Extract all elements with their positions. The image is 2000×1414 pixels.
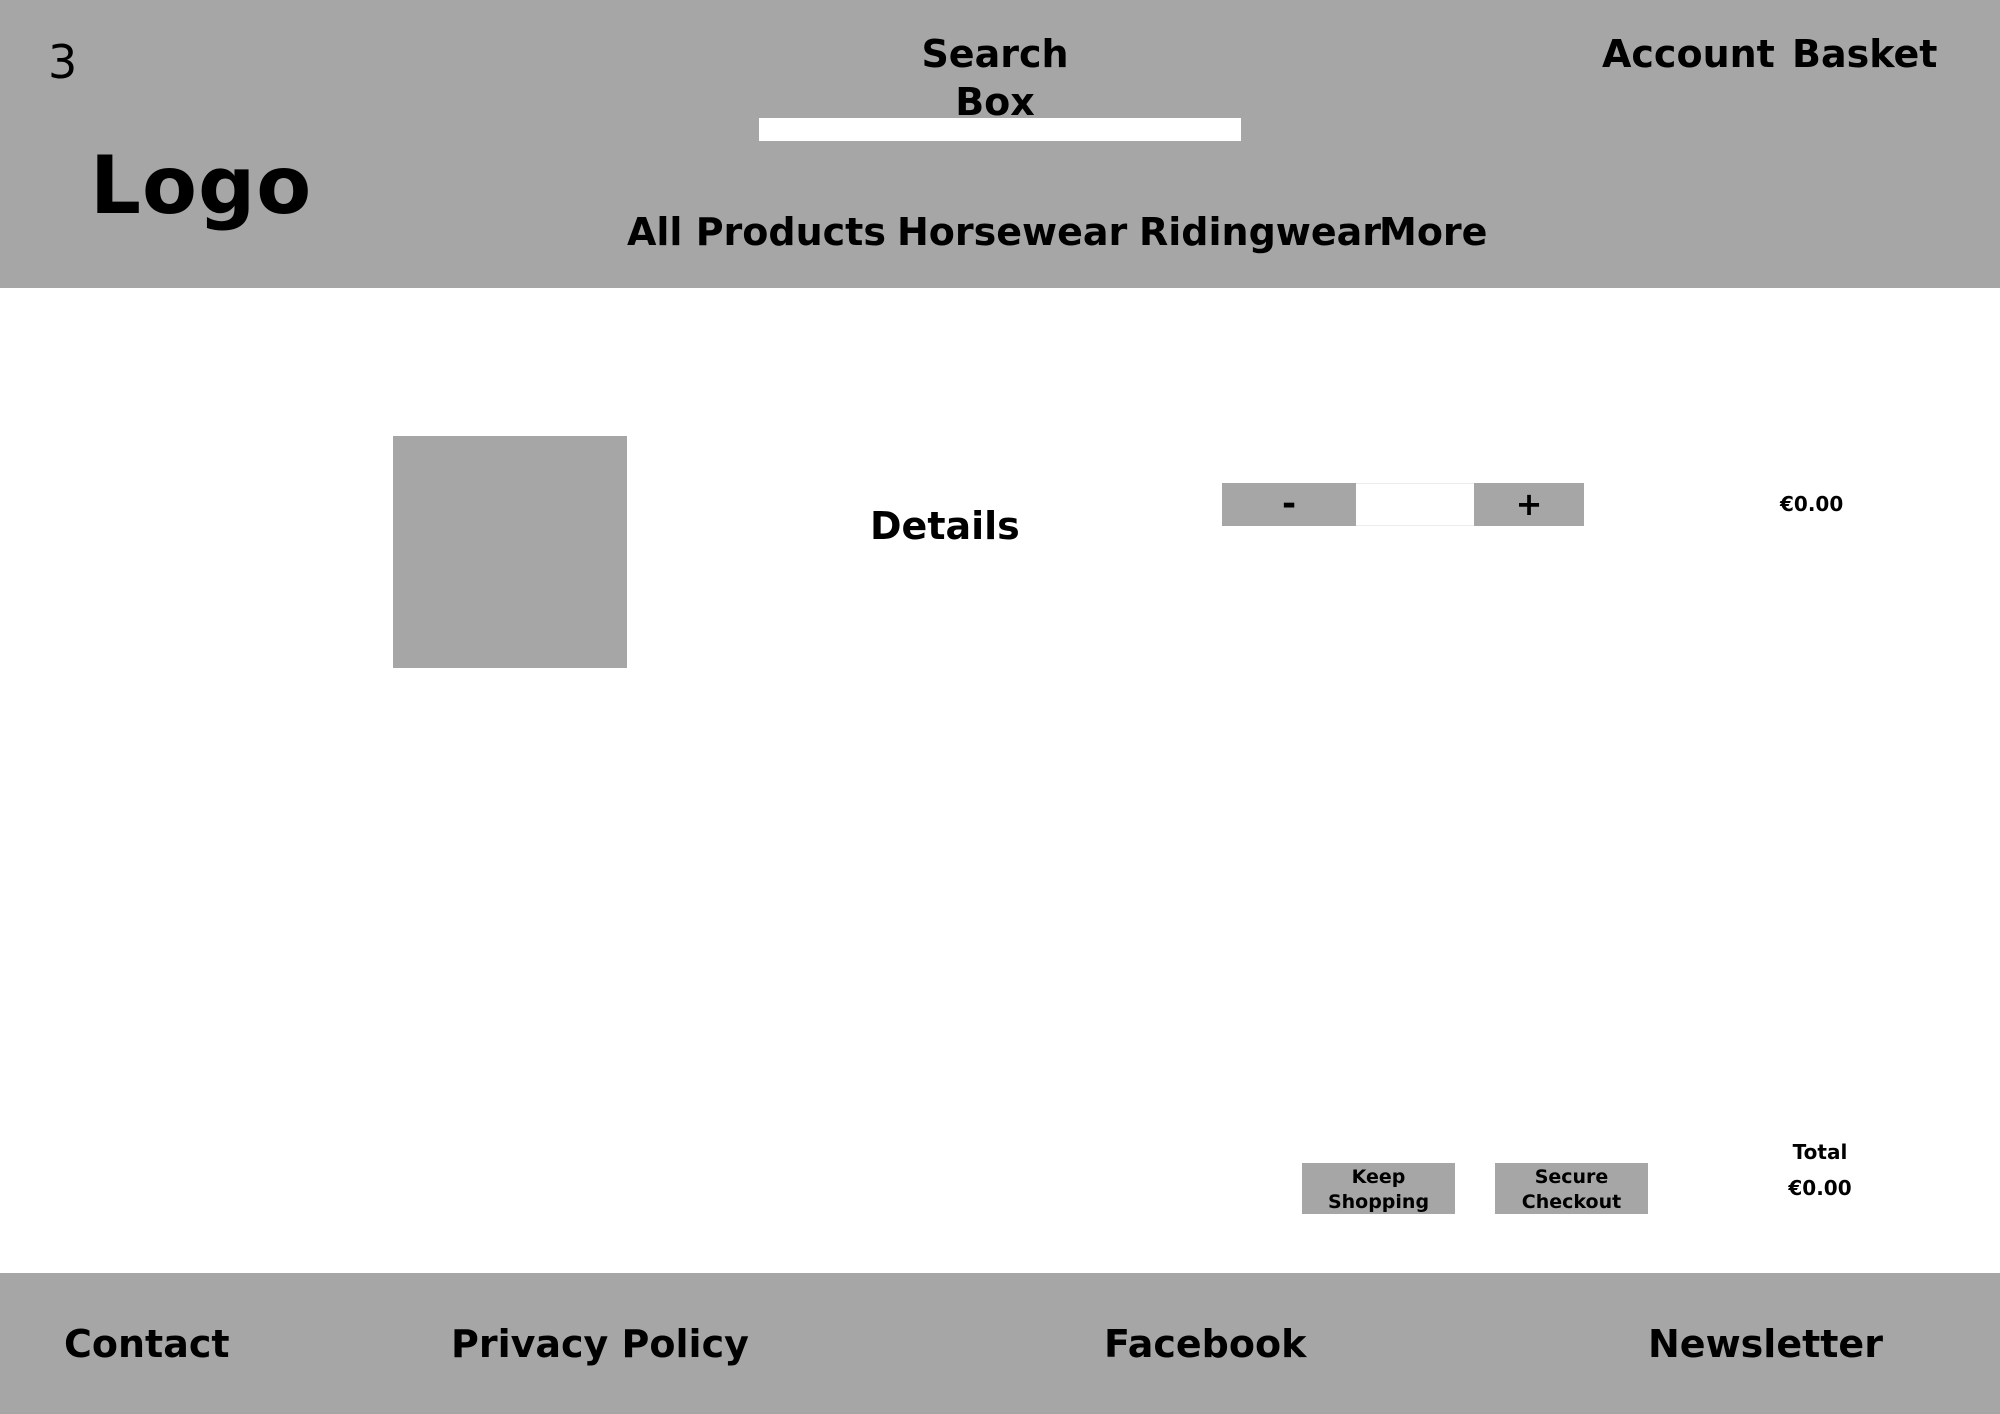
secure-checkout-label: Secure Checkout [1521,1166,1622,1213]
total-label: Total [1792,1140,1848,1164]
search-label: Search Box [921,32,1069,124]
line-item-price: €0.00 [1780,492,1844,516]
site-footer [0,1273,2000,1414]
decrease-quantity-button[interactable]: - [1222,483,1356,526]
footer-link-newsletter[interactable]: Newsletter [1648,1322,1883,1366]
footer-link-privacy-policy[interactable]: Privacy Policy [451,1322,749,1366]
logo[interactable]: Logo [90,139,313,232]
keep-shopping-label: Keep Shopping [1327,1166,1430,1213]
search-input[interactable] [759,118,1241,141]
page-number: 3 [48,35,78,89]
quantity-input[interactable] [1356,483,1474,526]
basket-link[interactable]: Basket [1792,32,1938,76]
account-link[interactable]: Account [1602,32,1775,76]
product-image-placeholder[interactable] [393,436,627,668]
site-header [0,0,2000,288]
product-details-label: Details [870,504,1020,548]
nav-item-all-products[interactable]: All Products [627,210,886,254]
total-value: €0.00 [1788,1176,1852,1200]
nav-item-horsewear[interactable]: Horsewear [897,210,1128,254]
secure-checkout-button[interactable]: Secure Checkout [1495,1163,1648,1214]
footer-link-contact[interactable]: Contact [64,1322,230,1366]
nav-item-ridingwear[interactable]: Ridingwear [1139,210,1382,254]
footer-link-facebook[interactable]: Facebook [1104,1322,1307,1366]
nav-item-more[interactable]: More [1379,210,1488,254]
keep-shopping-button[interactable]: Keep Shopping [1302,1163,1455,1214]
increase-quantity-button[interactable]: + [1474,483,1584,526]
